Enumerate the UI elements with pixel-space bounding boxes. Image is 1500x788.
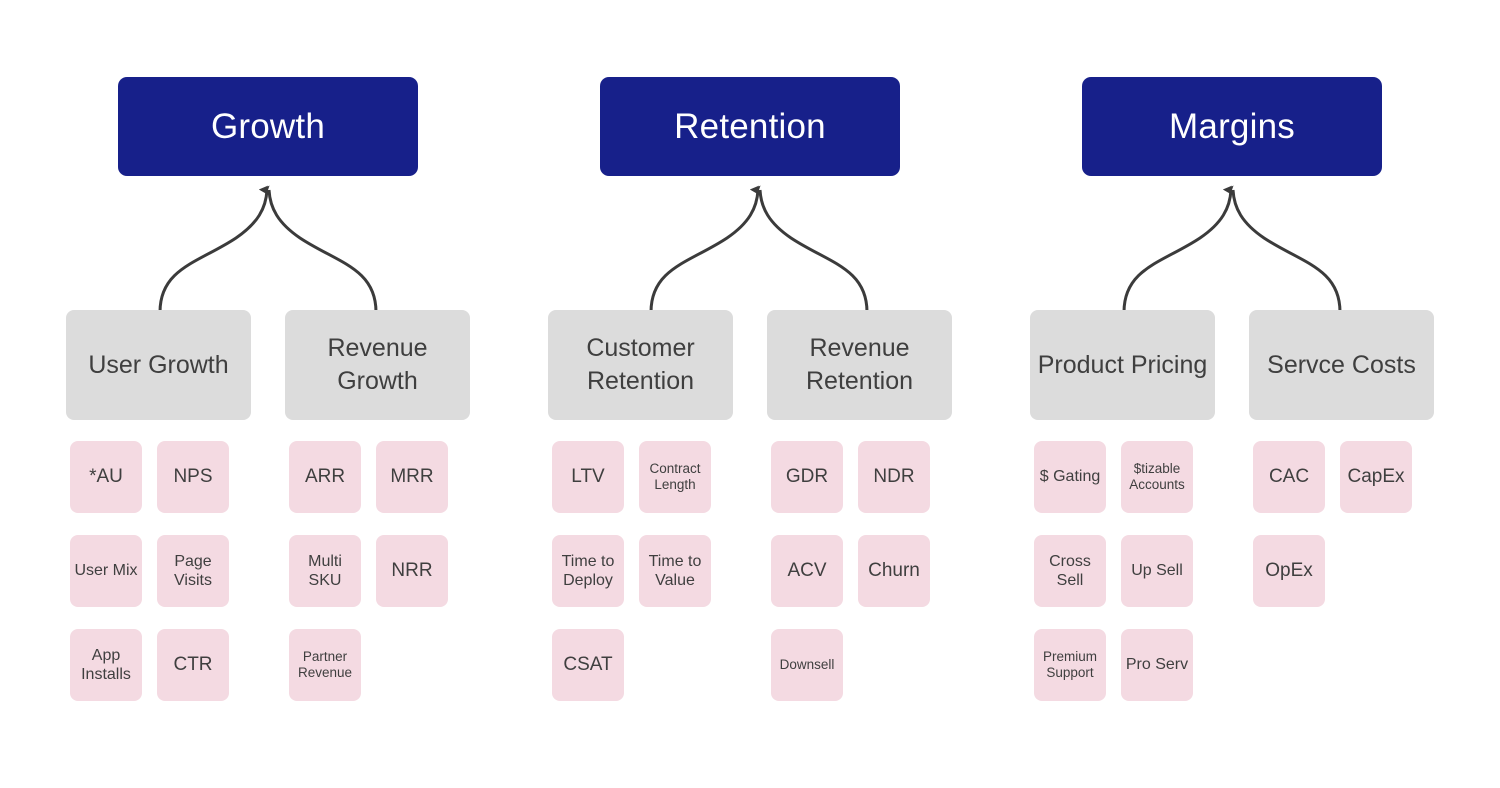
metric-group-revenue-retention: GDR NDR ACV Churn Downsell [771,441,946,711]
metric-chip[interactable]: Partner Revenue [289,629,361,701]
metric-row: GDR NDR [771,441,946,513]
metric-chip[interactable]: $tizable Accounts [1121,441,1193,513]
metric-group-servce-costs: CAC CapEx OpEx [1253,441,1428,711]
metric-chip[interactable]: Pro Serv [1121,629,1193,701]
top-box-growth[interactable]: Growth [118,77,418,176]
branch-row-margins: Product Pricing Servce Costs [1030,310,1434,420]
metric-chip[interactable]: GDR [771,441,843,513]
metric-chip[interactable]: *AU [70,441,142,513]
metric-chip[interactable]: LTV [552,441,624,513]
metric-chip[interactable]: Cross Sell [1034,535,1106,607]
metric-row: CSAT [552,629,727,701]
metric-group-product-pricing: $ Gating $tizable Accounts Cross Sell Up… [1034,441,1209,711]
metric-chip[interactable]: CTR [157,629,229,701]
metric-group-revenue-growth: ARR MRR Multi SKU NRR Partner Revenue [289,441,464,711]
branch-box-revenue-growth[interactable]: Revenue Growth [285,310,470,420]
top-box-retention[interactable]: Retention [600,77,900,176]
metric-row [1253,629,1428,701]
top-box-margins[interactable]: Margins [1082,77,1382,176]
metric-chip[interactable]: CSAT [552,629,624,701]
metric-chip[interactable]: ACV [771,535,843,607]
branch-row-growth: User Growth Revenue Growth [66,310,470,420]
metric-chip[interactable]: CapEx [1340,441,1412,513]
metric-chip[interactable]: Churn [858,535,930,607]
branch-box-revenue-retention[interactable]: Revenue Retention [767,310,952,420]
metric-row: Time to Deploy Time to Value [552,535,727,607]
metric-row: User Mix Page Visits [70,535,245,607]
metric-chip[interactable]: User Mix [70,535,142,607]
metric-row: $ Gating $tizable Accounts [1034,441,1209,513]
metric-chip[interactable]: App Installs [70,629,142,701]
branch-box-user-growth[interactable]: User Growth [66,310,251,420]
metric-group-customer-retention: LTV Contract Length Time to Deploy Time … [552,441,727,711]
metric-area-margins: $ Gating $tizable Accounts Cross Sell Up… [1020,441,1440,711]
metric-chip[interactable]: NDR [858,441,930,513]
metric-row: CAC CapEx [1253,441,1428,513]
metric-chip[interactable]: MRR [376,441,448,513]
metric-row: OpEx [1253,535,1428,607]
metric-chip[interactable]: OpEx [1253,535,1325,607]
metric-row: ARR MRR [289,441,464,513]
metric-row: LTV Contract Length [552,441,727,513]
metric-row: Partner Revenue [289,629,464,701]
metric-area-retention: LTV Contract Length Time to Deploy Time … [538,441,958,711]
branch-box-servce-costs[interactable]: Servce Costs [1249,310,1434,420]
metric-chip[interactable]: Time to Deploy [552,535,624,607]
metric-row: ACV Churn [771,535,946,607]
pillar-margins: Margins Product Pricing Servce Costs $ G… [1020,0,1440,788]
metric-row: Multi SKU NRR [289,535,464,607]
branch-box-customer-retention[interactable]: Customer Retention [548,310,733,420]
metric-chip[interactable]: Contract Length [639,441,711,513]
metric-area-growth: *AU NPS User Mix Page Visits App Install… [56,441,476,711]
metric-chip[interactable]: Multi SKU [289,535,361,607]
metric-chip[interactable]: NPS [157,441,229,513]
branch-row-retention: Customer Retention Revenue Retention [548,310,952,420]
metric-chip[interactable]: Downsell [771,629,843,701]
metric-row: Downsell [771,629,946,701]
pillar-retention: Retention Customer Retention Revenue Ret… [538,0,958,788]
metric-chip[interactable]: Time to Value [639,535,711,607]
metric-chip[interactable]: Up Sell [1121,535,1193,607]
metric-chip[interactable]: NRR [376,535,448,607]
metric-chip[interactable]: CAC [1253,441,1325,513]
branch-box-product-pricing[interactable]: Product Pricing [1030,310,1215,420]
metric-chip[interactable]: Page Visits [157,535,229,607]
metric-chip[interactable]: ARR [289,441,361,513]
metric-group-user-growth: *AU NPS User Mix Page Visits App Install… [70,441,245,711]
metric-chip[interactable]: Premium Support [1034,629,1106,701]
pillar-growth: Growth User Growth Revenue Growth *AU NP… [56,0,476,788]
metric-row: App Installs CTR [70,629,245,701]
metric-row: *AU NPS [70,441,245,513]
metric-row: Cross Sell Up Sell [1034,535,1209,607]
metric-chip[interactable]: $ Gating [1034,441,1106,513]
metric-row: Premium Support Pro Serv [1034,629,1209,701]
